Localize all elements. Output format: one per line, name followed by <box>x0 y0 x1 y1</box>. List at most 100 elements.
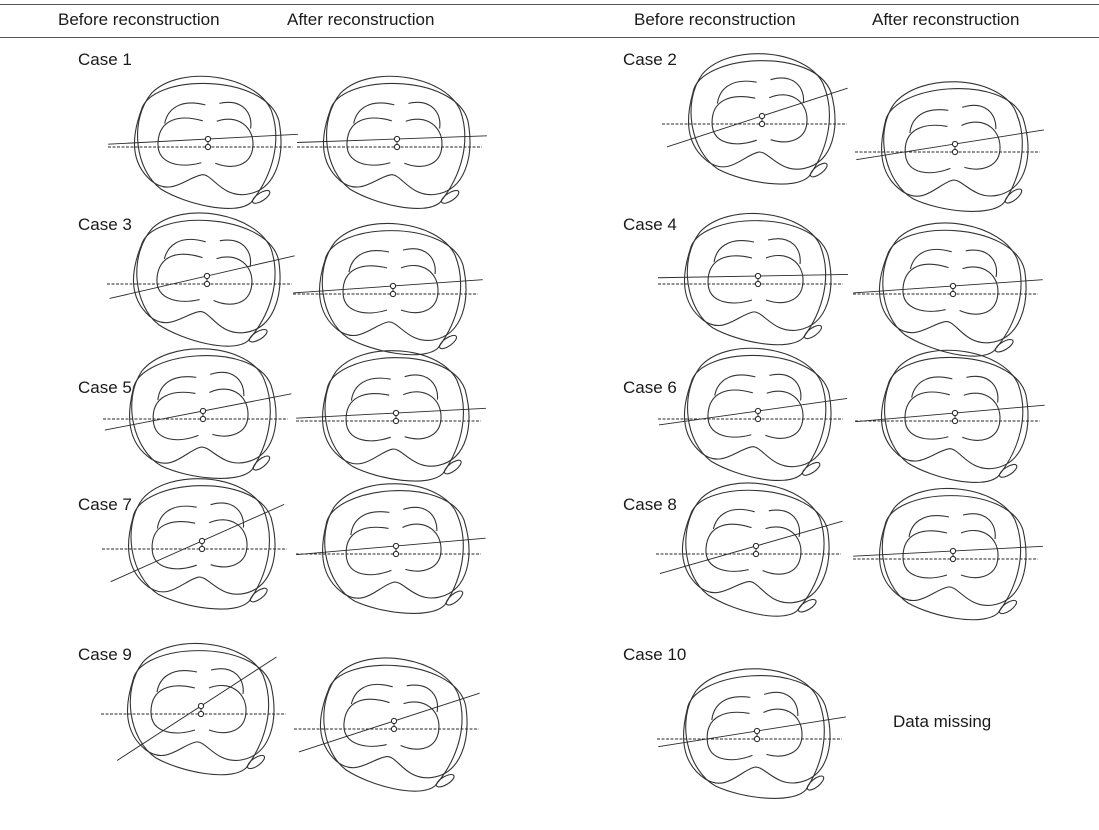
femoral-center <box>199 407 207 415</box>
condyle-arc <box>156 670 198 693</box>
tibia-outline <box>881 88 1029 197</box>
case-label-8: Case 8 <box>623 495 677 514</box>
axis-line <box>658 273 848 279</box>
condyle-arc <box>348 250 390 273</box>
femur-outline <box>131 348 271 479</box>
condyle-arc <box>911 376 953 398</box>
lateral-condyle <box>400 265 439 314</box>
femur-outline <box>129 643 270 776</box>
lateral-condyle <box>960 530 999 579</box>
condyle-arc <box>156 505 197 529</box>
medial-condyle <box>707 255 753 304</box>
fibula-marker <box>246 754 266 770</box>
medial-condyle <box>707 389 753 438</box>
tibia-outline <box>880 356 1029 469</box>
case-label-7: Case 7 <box>78 495 132 514</box>
tibial-center <box>392 417 400 425</box>
lateral-condyle <box>769 94 808 143</box>
femoral-center <box>752 542 760 550</box>
condyle-arc <box>965 249 998 278</box>
condyle-arc <box>210 502 244 528</box>
medial-condyle <box>706 711 753 761</box>
femur-outline <box>884 349 1024 483</box>
femoral-center <box>754 407 762 415</box>
axis-line <box>296 407 486 419</box>
case-4-before-sketch <box>658 213 848 346</box>
tibia-outline <box>321 357 470 467</box>
axis-line <box>853 545 1043 557</box>
tibia-outline <box>683 354 832 467</box>
condyle-arc <box>716 80 757 104</box>
tibial-center <box>951 417 959 425</box>
case-label-4: Case 4 <box>623 215 677 234</box>
condyle-arc <box>962 105 997 130</box>
axis-line <box>658 398 848 426</box>
medial-condyle <box>343 698 390 747</box>
femoral-center <box>390 717 398 725</box>
fibula-marker <box>803 324 823 340</box>
axis-line <box>108 133 298 145</box>
axis-line <box>297 135 487 143</box>
header-after-right: After reconstruction <box>872 10 1020 29</box>
tibia-outline <box>878 229 1027 344</box>
case-label-3: Case 3 <box>78 215 132 234</box>
femoral-center <box>392 542 400 550</box>
tibia-outline <box>322 82 471 195</box>
medial-condyle <box>156 253 203 302</box>
femur-outline <box>690 53 830 185</box>
tibia-outline <box>687 60 836 170</box>
fibula-marker <box>809 162 828 178</box>
femoral-center <box>204 135 212 143</box>
tibia-outline <box>132 219 281 334</box>
condyle-arc <box>404 374 438 400</box>
femur-outline <box>326 75 466 209</box>
femur-outline <box>323 657 463 792</box>
femoral-center <box>951 140 959 148</box>
case-label-9: Case 9 <box>78 645 132 664</box>
condyle-arc <box>219 239 252 268</box>
femur-outline <box>324 483 464 614</box>
tibial-center <box>758 120 766 128</box>
tibia-outline <box>683 220 832 331</box>
medial-condyle <box>904 124 951 174</box>
lateral-condyle <box>209 519 248 568</box>
case-7-after-sketch <box>296 483 486 614</box>
femoral-center <box>393 135 401 143</box>
tibia-outline <box>322 490 470 599</box>
lateral-condyle <box>762 526 802 575</box>
fibula-marker <box>445 590 464 606</box>
medial-condyle <box>346 117 392 166</box>
case-3-after-sketch <box>293 223 483 356</box>
header-rule <box>0 37 1099 38</box>
femoral-center <box>951 409 959 417</box>
femoral-center <box>197 702 205 710</box>
fibula-marker <box>440 189 460 204</box>
femur-outline <box>882 222 1022 357</box>
tibial-center <box>389 290 397 298</box>
tibial-center <box>753 735 761 743</box>
condyle-arc <box>353 102 395 124</box>
femur-outline <box>881 488 1022 621</box>
axis-line <box>658 716 846 748</box>
femoral-center <box>198 537 206 545</box>
femoral-center <box>203 272 211 280</box>
lateral-condyle <box>961 121 1001 170</box>
axis-line <box>666 87 848 148</box>
case-3-before-sketch <box>107 212 295 347</box>
case-9-before-sketch <box>101 643 286 776</box>
condyle-arc <box>408 101 441 129</box>
case-5-after-sketch <box>296 350 486 482</box>
tibia-outline <box>319 664 468 779</box>
axis-line <box>296 537 486 556</box>
tibial-center <box>203 280 211 288</box>
femur-outline <box>130 478 270 610</box>
medial-condyle <box>345 393 391 442</box>
condyle-arc <box>210 668 244 695</box>
condyle-arc <box>909 109 949 134</box>
case-2-before-sketch <box>662 53 848 185</box>
tibial-center <box>197 710 205 718</box>
case-1-before-sketch <box>108 75 298 209</box>
fibula-marker <box>806 775 825 791</box>
case-label-1: Case 1 <box>78 50 132 69</box>
tibia-outline <box>683 675 831 784</box>
